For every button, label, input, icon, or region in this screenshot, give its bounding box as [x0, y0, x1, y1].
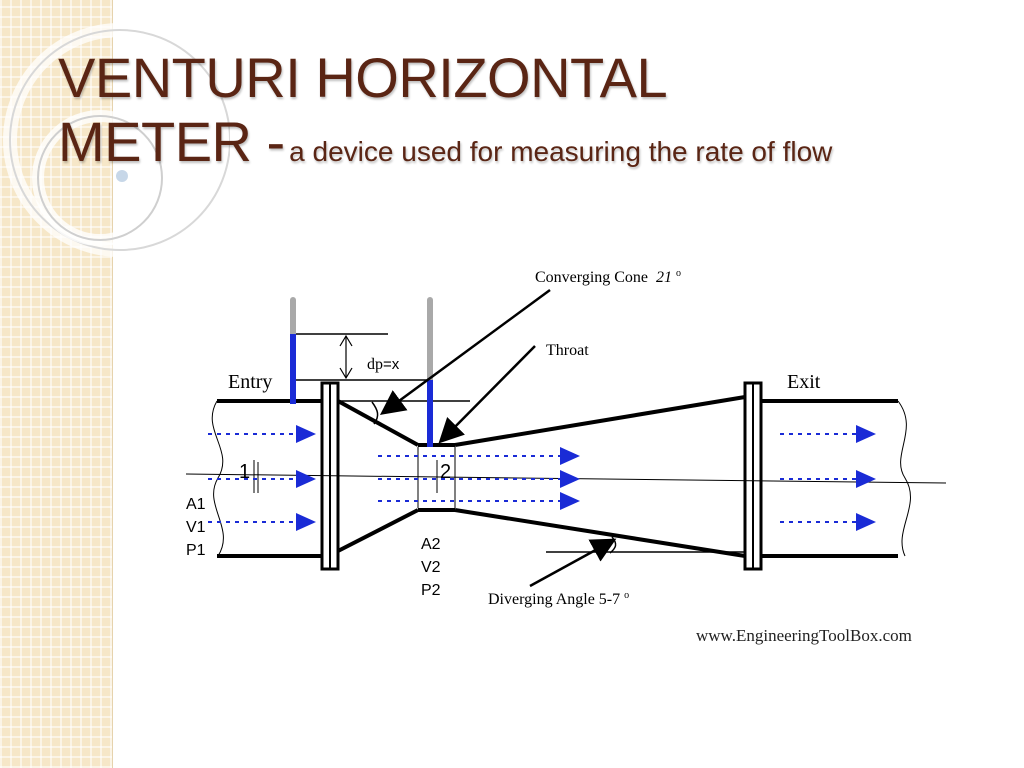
diverging-angle-leader: [529, 538, 617, 588]
section-2-pressure: P2: [421, 582, 441, 599]
diverging-angle-arc: [609, 536, 617, 554]
section-1-pressure: P1: [186, 542, 206, 559]
section-2-velocity: V2: [421, 559, 441, 576]
section-1-marker: [253, 460, 259, 493]
title-line-2: METER - a device used for measuring the …: [58, 110, 988, 174]
entry-pipe: [217, 399, 322, 558]
title-subtitle: a device used for measuring the rate of …: [289, 136, 833, 167]
exit-pipe: [761, 399, 898, 558]
converging-cone-label: Converging Cone 21 o: [535, 268, 681, 286]
title-line-1: VENTURI HORIZONTAL: [58, 46, 668, 109]
throat-leader: [438, 345, 536, 444]
exit-label: Exit: [787, 371, 821, 393]
dp-dimension-arrow: [339, 334, 353, 380]
converging-angle-arc: [371, 401, 379, 425]
converging-cone-leader: [379, 288, 551, 415]
title-line-2-main: METER -: [58, 110, 285, 173]
slide-title: VENTURI HORIZONTAL METER - a device used…: [58, 46, 988, 174]
section-2-variables: A2 V2 P2: [421, 536, 441, 599]
throat-label: Throat: [546, 342, 589, 359]
section-1-area: A1: [186, 496, 206, 513]
source-watermark: www.EngineeringToolBox.com: [696, 626, 912, 645]
entry-flow-arrows: [208, 425, 316, 531]
throat-flow-arrows: [378, 447, 580, 510]
diverging-angle-label: Diverging Angle 5-7 o: [488, 590, 629, 608]
section-2-label: 2: [440, 461, 451, 483]
venturi-body: [337, 395, 746, 558]
section-2-marker: [417, 447, 456, 508]
section-1-variables: A1 V1 P1: [186, 496, 206, 559]
dp-label: dp=x: [367, 356, 400, 373]
exit-pipe-break: [897, 400, 911, 557]
section-1-velocity: V1: [186, 519, 206, 536]
entry-label: Entry: [228, 371, 272, 393]
exit-flow-arrows: [780, 425, 876, 531]
exit-flange: [743, 381, 763, 571]
section-2-area: A2: [421, 536, 441, 553]
section-1-label: 1: [239, 461, 250, 483]
